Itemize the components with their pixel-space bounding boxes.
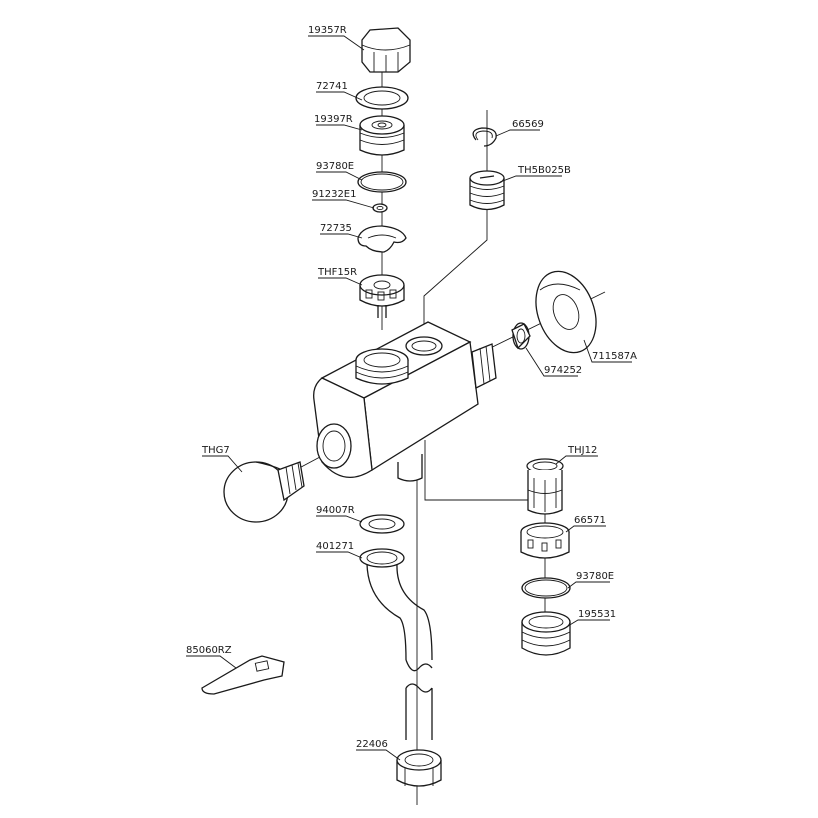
leader-THJ12 <box>555 455 598 465</box>
leader-66569 <box>495 129 540 137</box>
label-THF15R: THF15R <box>317 267 357 278</box>
leader-19397R <box>316 124 363 131</box>
leader-91232E1 <box>312 199 375 209</box>
part-THJ12 <box>526 458 564 515</box>
label-85060RZ: 85060RZ <box>186 645 232 656</box>
label-72741: 72741 <box>316 81 348 92</box>
label-66571: 66571 <box>574 515 606 526</box>
label-91232E1: 91232E1 <box>312 189 357 200</box>
label-93780E-top: 93780E <box>316 161 354 172</box>
leader-72741 <box>316 91 363 101</box>
leader-19357R <box>308 35 365 51</box>
leader-THF15R <box>318 277 363 286</box>
part-labels: 19357R 72741 19397R 93780E 91232E1 72735… <box>186 25 637 750</box>
leader-974252 <box>525 347 578 377</box>
leader-22406 <box>356 749 401 761</box>
label-93780E-right: 93780E <box>576 571 614 582</box>
leader-93780E-right <box>567 581 610 589</box>
part-401271 <box>359 548 433 740</box>
leader-93780E-top <box>316 171 363 181</box>
label-94007R: 94007R <box>316 505 355 516</box>
filter-axis <box>424 440 546 640</box>
leader-195531 <box>567 619 610 627</box>
leader-TH5B025B <box>499 175 562 183</box>
valve-body <box>313 321 497 482</box>
part-22406 <box>396 749 442 787</box>
label-THJ12: THJ12 <box>567 445 597 456</box>
part-195531 <box>521 611 571 656</box>
leader-THG7 <box>202 455 243 473</box>
label-19397R: 19397R <box>314 114 353 125</box>
leader-401271 <box>316 551 363 559</box>
label-22406: 22406 <box>356 739 388 750</box>
part-66569 <box>472 127 497 147</box>
label-19357R: 19357R <box>308 25 347 36</box>
part-93780E-right <box>521 577 571 599</box>
leader-711587A <box>583 339 632 363</box>
label-THG7: THG7 <box>201 445 230 456</box>
part-72741 <box>355 86 409 110</box>
part-72735 <box>357 225 407 253</box>
part-66571 <box>520 522 570 559</box>
label-401271: 401271 <box>316 541 354 552</box>
label-66569: 66569 <box>512 119 544 130</box>
label-72735: 72735 <box>320 223 352 234</box>
part-85060RZ <box>201 655 285 695</box>
label-711587A: 711587A <box>592 351 637 362</box>
leader-66571 <box>565 525 606 533</box>
part-THF15R <box>359 274 405 318</box>
label-974252: 974252 <box>544 365 582 376</box>
part-93780E-top <box>357 171 407 193</box>
part-19357R <box>361 27 411 73</box>
part-TH5B025B <box>469 170 505 211</box>
part-THG7 <box>223 461 305 523</box>
leader-94007R <box>316 515 363 523</box>
part-94007R <box>359 514 405 534</box>
part-711587A <box>535 270 597 354</box>
label-195531: 195531 <box>578 609 616 620</box>
leader-lines <box>186 35 632 761</box>
cap-axis <box>423 110 488 330</box>
leader-85060RZ <box>186 655 237 669</box>
part-19397R <box>359 115 405 156</box>
part-974252 <box>511 322 531 350</box>
label-TH5B025B: TH5B025B <box>517 165 571 176</box>
part-91232E1 <box>372 203 388 213</box>
leader-72735 <box>320 233 363 239</box>
